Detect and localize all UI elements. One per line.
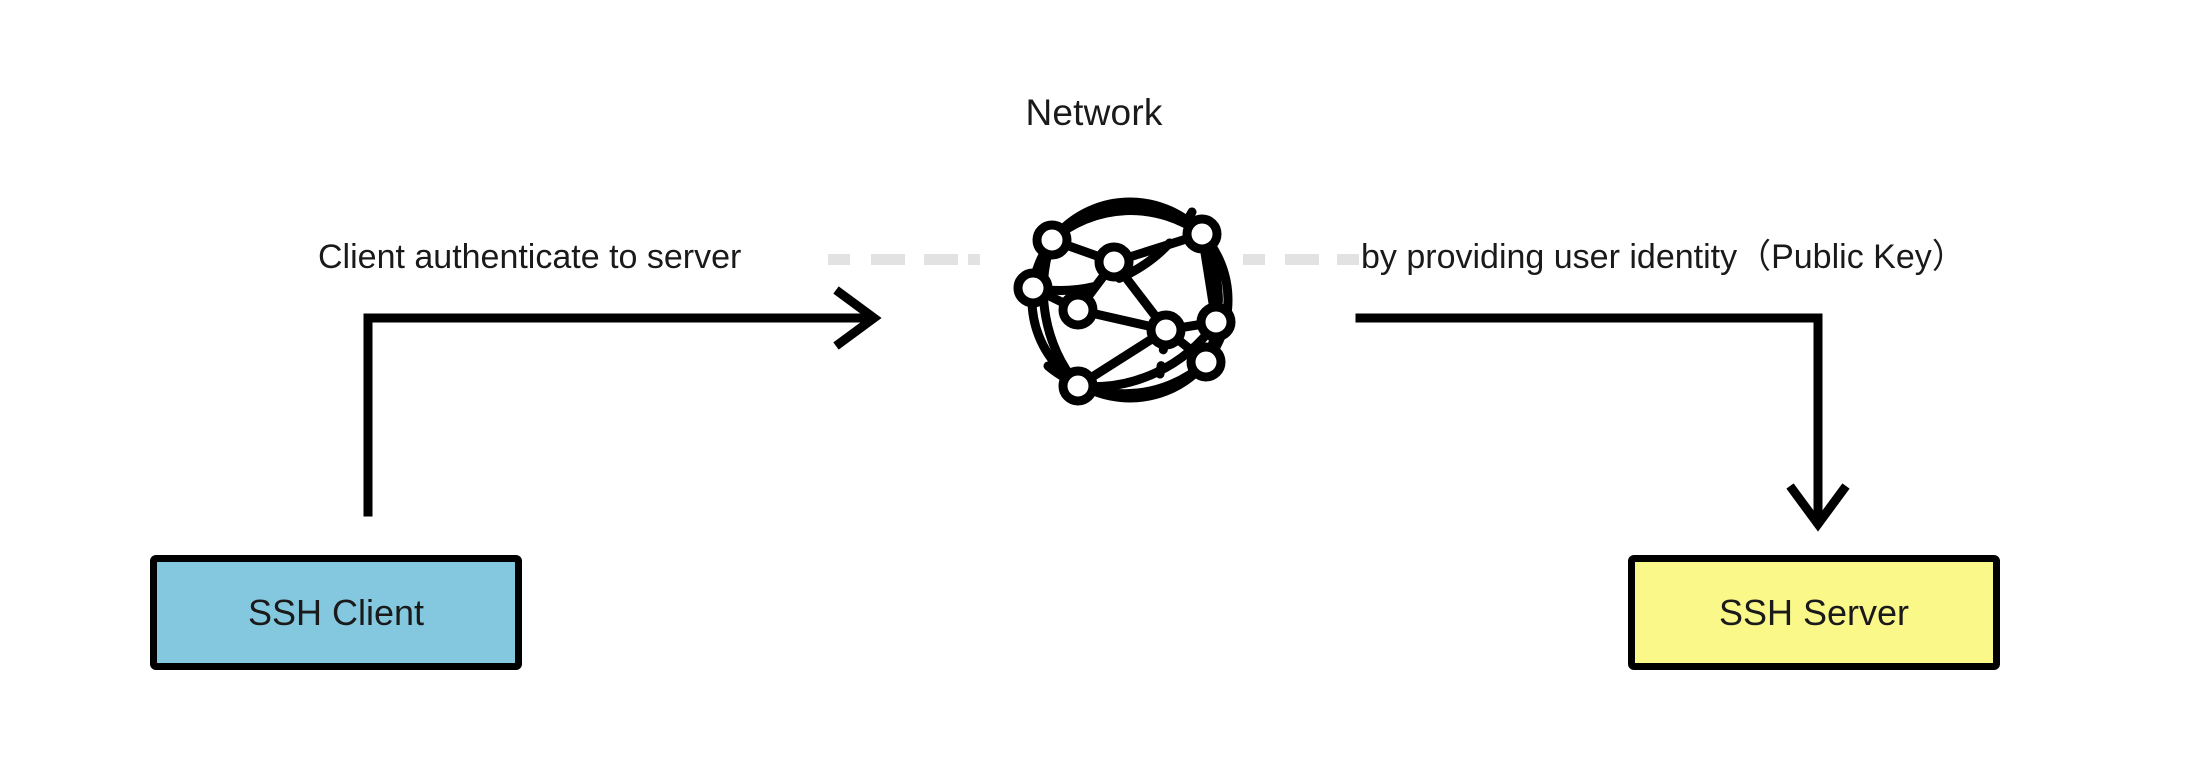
ssh-server-label: SSH Server: [1718, 591, 1910, 633]
ssh-server-node[interactable]: SSH Server: [1628, 555, 2000, 670]
ssh-client-node[interactable]: SSH Client: [150, 555, 522, 670]
dashed-connector-left: [828, 252, 980, 265]
dashed-connector-right: [1243, 252, 1359, 265]
right-flow-label: by providing user identity（Public Key）: [1361, 238, 1966, 276]
left-arrow-connector: [363, 286, 882, 517]
ssh-client-label: SSH Client: [247, 591, 425, 633]
network-globe-icon: [1013, 197, 1236, 406]
left-flow-label: Client authenticate to server: [318, 238, 742, 276]
page-title: Network: [1025, 92, 1163, 133]
right-arrow-connector: [1355, 313, 1850, 532]
